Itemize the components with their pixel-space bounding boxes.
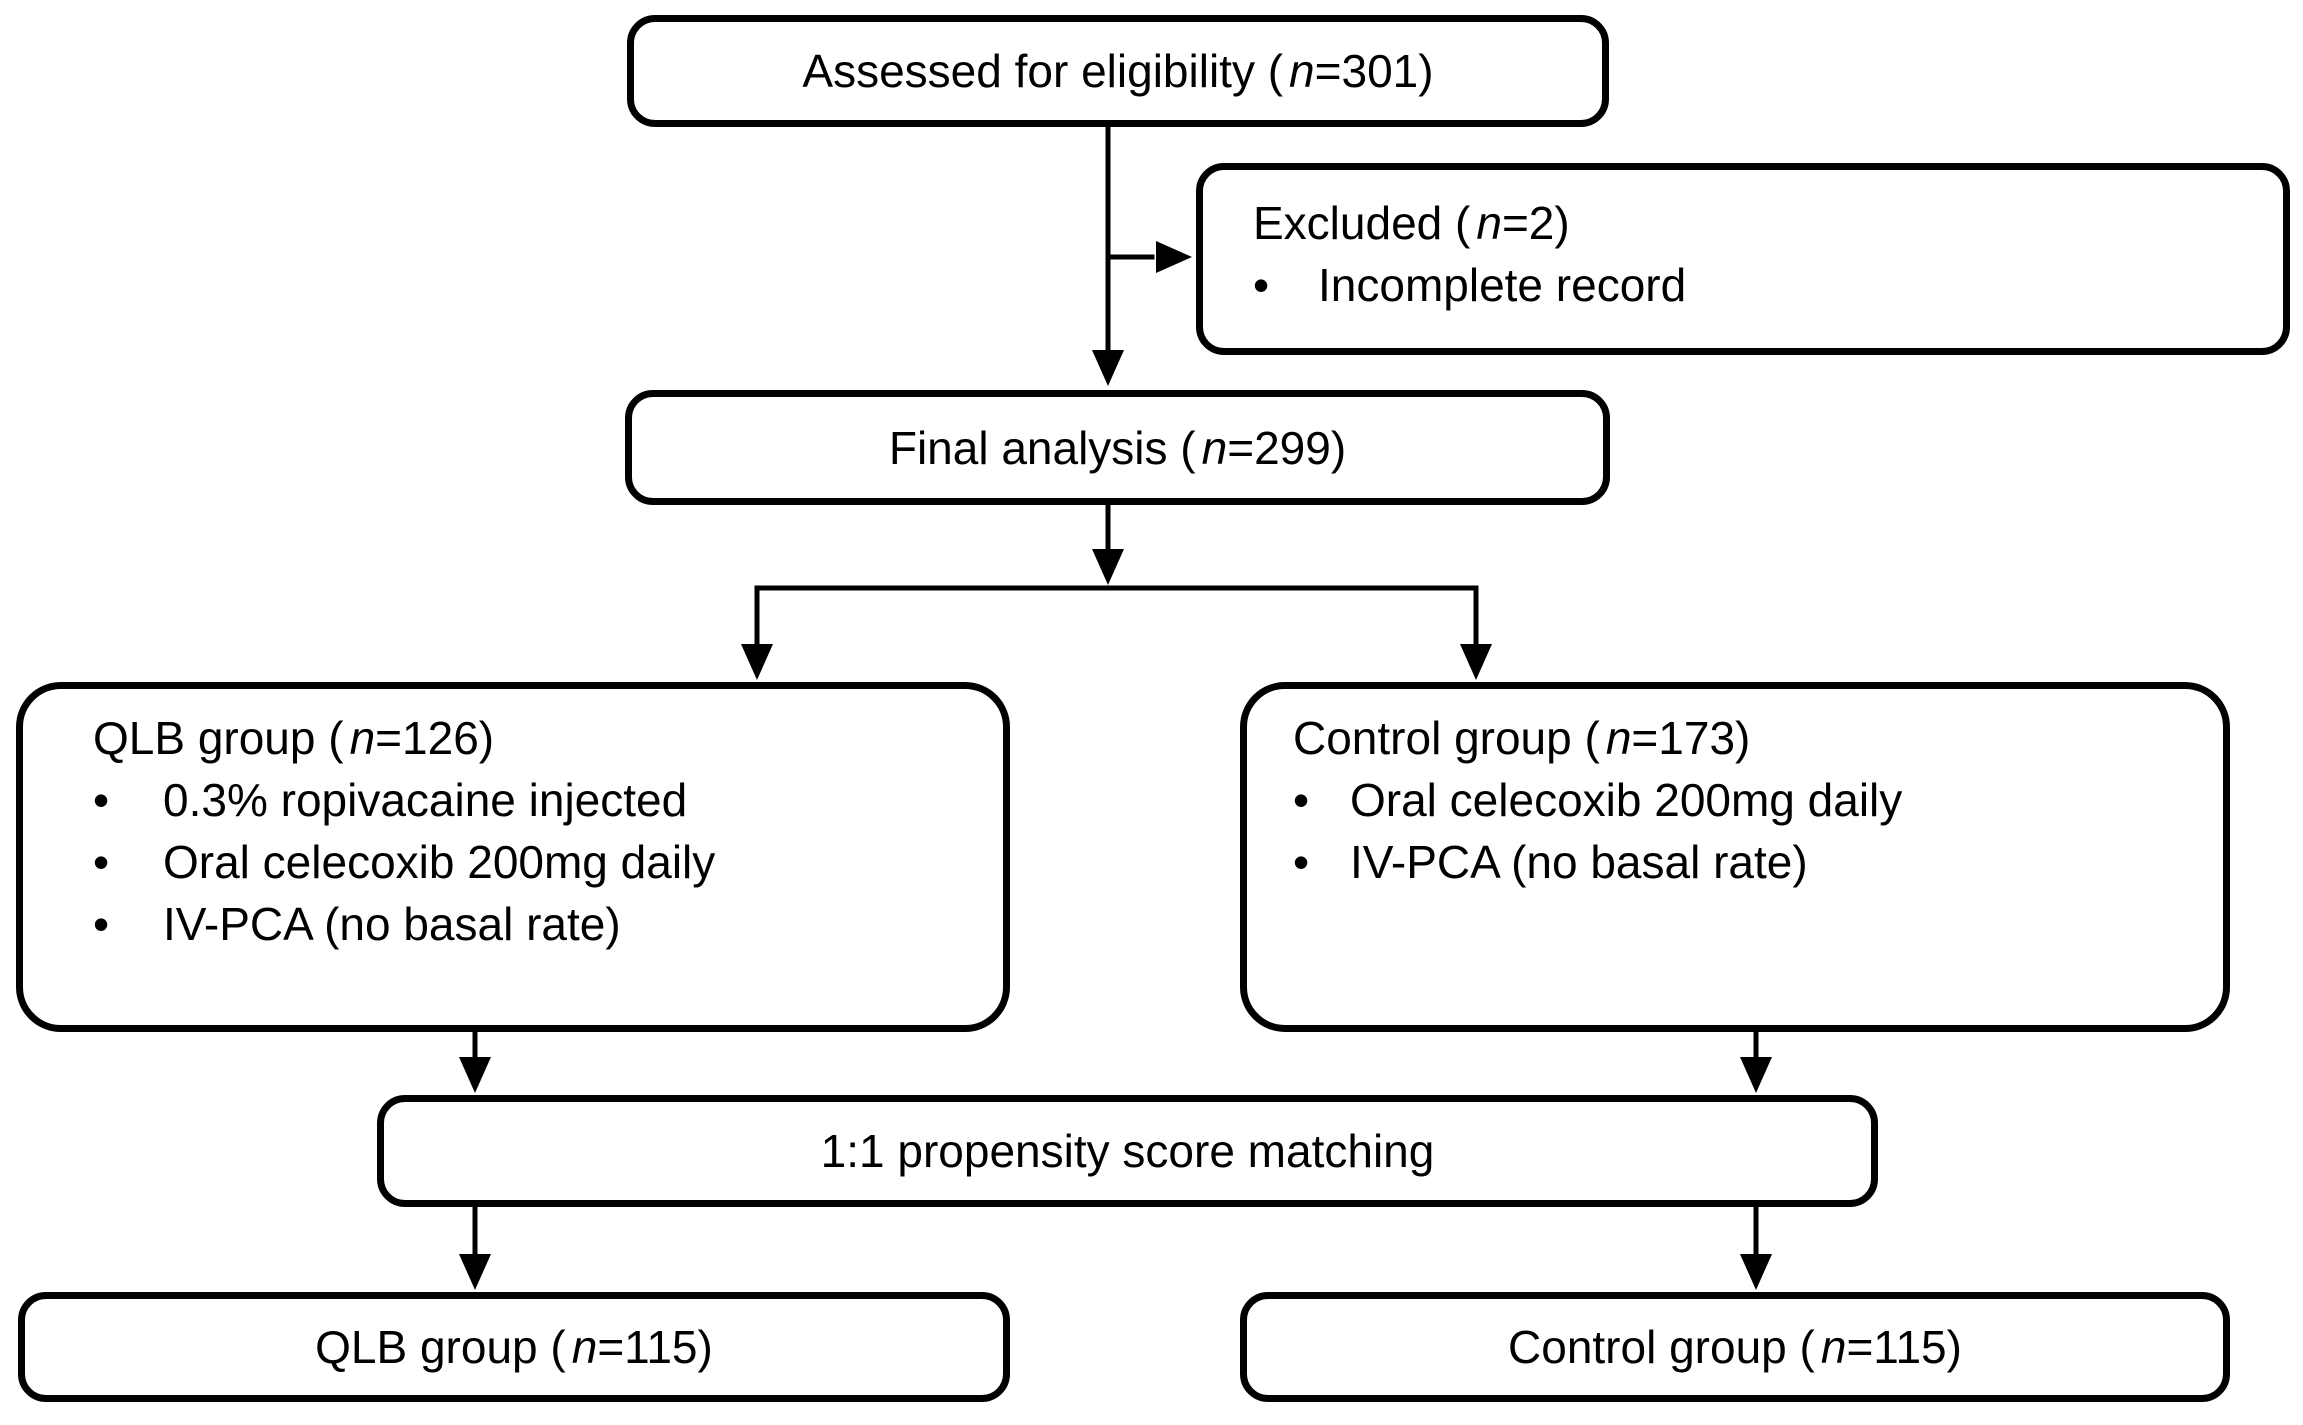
box-propensity-matching: 1:1 propensity score matching xyxy=(377,1095,1878,1207)
label-suffix: =301) xyxy=(1314,45,1434,97)
arrowhead-into-control-matched xyxy=(1740,1254,1772,1290)
bullet-text: Incomplete record xyxy=(1318,259,1687,311)
arrowhead-into-qlb-matched xyxy=(459,1254,491,1290)
label-suffix: =126) xyxy=(375,712,495,764)
label-suffix: =173) xyxy=(1631,712,1751,764)
arrowhead-into-qlb-group xyxy=(741,644,773,680)
box-control-group-initial: Control group (n=173) • Oral celecoxib 2… xyxy=(1240,682,2230,1032)
box-excluded: Excluded (n=2) • Incomplete record xyxy=(1196,163,2290,355)
arrowhead-into-matching-right xyxy=(1740,1057,1772,1093)
box-final-analysis: Final analysis (n=299) xyxy=(625,390,1610,505)
bullet-text: IV-PCA (no basal rate) xyxy=(1350,836,1808,888)
label-prefix: Excluded ( xyxy=(1253,197,1471,249)
bullet-text: IV-PCA (no basal rate) xyxy=(163,898,621,950)
bullet-text: 0.3% ropivacaine injected xyxy=(163,774,688,826)
n-symbol: n xyxy=(1820,1321,1847,1373)
bullet-icon: • xyxy=(1293,774,1310,826)
label-prefix: Control group ( xyxy=(1508,1321,1815,1373)
n-symbol: n xyxy=(1201,421,1228,474)
list-item: • 0.3% ropivacaine injected xyxy=(93,769,983,831)
label-prefix: Assessed for eligibility ( xyxy=(802,45,1284,97)
box-qlb-initial-title: QLB group (n=126) xyxy=(93,707,983,769)
label-suffix: =115) xyxy=(597,1321,713,1373)
bullet-icon: • xyxy=(93,836,110,888)
bullet-icon: • xyxy=(93,774,110,826)
bullet-text: Oral celecoxib 200mg daily xyxy=(163,836,716,888)
label-suffix: =2) xyxy=(1501,197,1570,249)
bullet-text: Oral celecoxib 200mg daily xyxy=(1350,774,1903,826)
box-assessed-for-eligibility: Assessed for eligibility (n=301) xyxy=(627,15,1609,127)
label-prefix: Control group ( xyxy=(1293,712,1600,764)
list-item: • Oral celecoxib 200mg daily xyxy=(93,831,983,893)
n-symbol: n xyxy=(349,712,376,764)
list-item: • IV-PCA (no basal rate) xyxy=(1293,831,2203,893)
box-final-analysis-label: Final analysis (n=299) xyxy=(889,417,1346,479)
label-suffix: =299) xyxy=(1227,421,1347,474)
n-symbol: n xyxy=(1476,197,1502,249)
box-control-initial-title: Control group (n=173) xyxy=(1293,707,2203,769)
box-qlb-group-matched: QLB group (n=115) xyxy=(18,1292,1010,1402)
box-propensity-matching-label: 1:1 propensity score matching xyxy=(820,1125,1435,1177)
label-prefix: QLB group ( xyxy=(315,1321,566,1373)
bullet-icon: • xyxy=(93,898,110,950)
box-excluded-title: Excluded (n=2) xyxy=(1253,192,2263,254)
label-prefix: Final analysis ( xyxy=(888,421,1196,474)
arrowhead-into-matching-left xyxy=(459,1057,491,1093)
list-item: • Incomplete record xyxy=(1253,254,2263,316)
arrowhead-into-final xyxy=(1092,350,1124,386)
arrowhead-into-split xyxy=(1092,549,1124,585)
arrowhead-into-excluded xyxy=(1156,241,1192,273)
box-assessed-label: Assessed for eligibility (n=301) xyxy=(802,40,1433,102)
n-symbol: n xyxy=(1605,712,1632,764)
box-control-matched-label: Control group (n=115) xyxy=(1508,1316,1962,1378)
box-qlb-group-initial: QLB group (n=126) • 0.3% ropivacaine inj… xyxy=(16,682,1010,1032)
label-suffix: =115) xyxy=(1846,1321,1962,1373)
bullet-icon: • xyxy=(1253,259,1270,311)
n-symbol: n xyxy=(571,1321,598,1373)
n-symbol: n xyxy=(1289,45,1315,97)
list-item: • Oral celecoxib 200mg daily xyxy=(1293,769,2203,831)
bullet-icon: • xyxy=(1293,836,1310,888)
arrowhead-into-control-group xyxy=(1460,644,1492,680)
box-qlb-matched-label: QLB group (n=115) xyxy=(315,1316,713,1378)
box-control-group-matched: Control group (n=115) xyxy=(1240,1292,2230,1402)
label-prefix: QLB group ( xyxy=(93,712,344,764)
list-item: • IV-PCA (no basal rate) xyxy=(93,893,983,955)
